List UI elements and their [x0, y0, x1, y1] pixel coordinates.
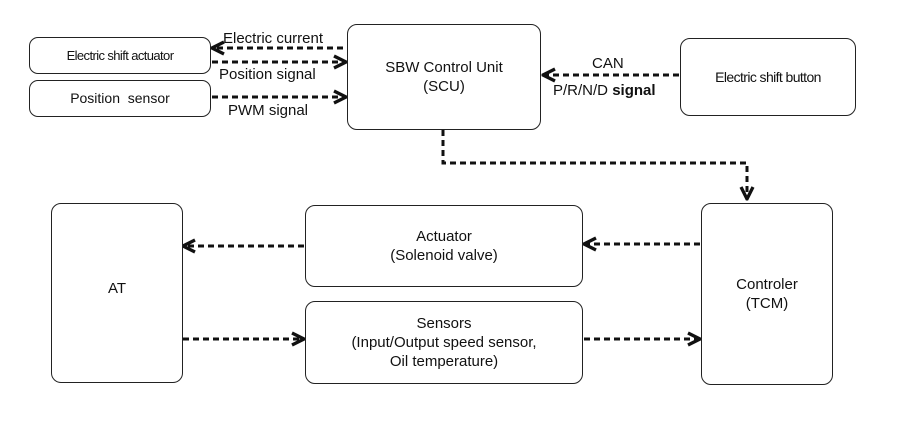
electric-current-label: Electric current — [223, 30, 324, 47]
scu-box: SBW Control Unit (SCU) — [347, 24, 541, 130]
sensors-title: Sensors — [416, 315, 472, 332]
position-sensor-box: Position sensor — [29, 80, 211, 117]
prnd-signal-label: P/R/N/D signal — [553, 82, 656, 99]
actuator-box: Actuator (Solenoid valve) — [305, 205, 583, 287]
electric-shift-actuator-label: Electric shift actuator — [66, 48, 174, 63]
pwm-signal-label: PWM signal — [228, 102, 309, 119]
scu-to-tcm-arrow — [441, 130, 747, 199]
tcm-title: Controler — [736, 276, 798, 293]
signal-word-label: signal — [612, 82, 656, 99]
actuator-subtitle: (Solenoid valve) — [390, 247, 498, 264]
electric-shift-button-label: Electric shift button — [715, 68, 821, 85]
tcm-box: Controler (TCM) — [701, 203, 833, 385]
sensors-detail-2: Oil temperature) — [389, 353, 499, 370]
position-signal-label: Position signal — [219, 66, 316, 83]
scu-subtitle: (SCU) — [423, 78, 465, 95]
can-label: CAN — [592, 55, 624, 72]
sensors-detail-1: (Input/Output speed sensor, — [351, 334, 537, 351]
at-box: AT — [51, 203, 183, 383]
sensors-box: Sensors (Input/Output speed sensor, Oil … — [305, 301, 583, 384]
actuator-title: Actuator — [416, 228, 472, 245]
tcm-subtitle: (TCM) — [745, 295, 789, 312]
prnd-label: P/R/N/D — [553, 82, 609, 99]
electric-shift-button-box: Electric shift button — [680, 38, 856, 116]
electric-shift-actuator-box: Electric shift actuator — [29, 37, 211, 74]
scu-title: SBW Control Unit — [385, 59, 503, 76]
position-sensor-label: Position sensor — [70, 90, 170, 106]
at-label: AT — [107, 279, 127, 297]
